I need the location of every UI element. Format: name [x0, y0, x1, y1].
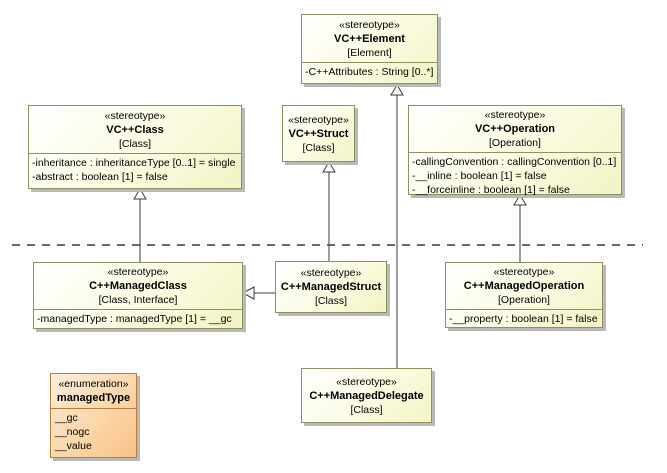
- attributes-compartment: -__property : boolean [1] = false: [446, 309, 602, 327]
- generalization-arrowhead: [513, 194, 527, 206]
- class-header: «stereotype» VC++Element [Element]: [302, 15, 437, 62]
- class-box-managed-operation: «stereotype» C++ManagedOperation [Operat…: [445, 262, 603, 328]
- metaclass-label: [Operation]: [498, 294, 550, 306]
- metaclass-label: [Class]: [314, 295, 348, 307]
- class-box-vc-struct: «stereotype» VC++Struct [Class]: [282, 105, 355, 162]
- metaclass-label: [Class, Interface]: [98, 294, 178, 306]
- generalization-arrowhead: [322, 161, 336, 173]
- class-header: «stereotype» C++ManagedClass [Class, Int…: [34, 263, 242, 309]
- attribute-line: -callingConvention : callingConvention […: [412, 156, 617, 168]
- class-box-vc-class: «stereotype» VC++Class [Class] -inherita…: [28, 105, 242, 189]
- metaclass-label: [Element]: [347, 46, 392, 59]
- attribute-line: -managedType : managedType [1] = __gc: [37, 313, 232, 325]
- metaclass-label: [Class]: [302, 141, 335, 154]
- enum-literal: __gc: [55, 412, 78, 424]
- metaclass-label: [Class]: [350, 403, 383, 416]
- generalization-arrowhead: [133, 188, 147, 200]
- class-box-vc-operation: «stereotype» VC++Operation [Operation] -…: [408, 105, 622, 198]
- enum-literal: __nogc: [55, 426, 90, 438]
- enumeration-literals-compartment: __gc __nogc __value: [51, 409, 136, 457]
- attributes-compartment: -callingConvention : callingConvention […: [409, 152, 621, 198]
- generalization-arrowhead: [241, 286, 255, 300]
- metaclass-label: [Operation]: [489, 137, 541, 149]
- class-name: C++ManagedStruct: [280, 281, 382, 293]
- class-header: «stereotype» C++ManagedOperation [Operat…: [446, 263, 602, 309]
- stereotype-label: «stereotype»: [107, 266, 169, 278]
- class-box-managed-class: «stereotype» C++ManagedClass [Class, Int…: [33, 262, 243, 329]
- class-name: VC++Element: [334, 32, 405, 45]
- class-box-managed-struct: «stereotype» C++ManagedStruct [Class]: [275, 261, 387, 313]
- class-name: VC++Struct: [288, 127, 349, 140]
- enumeration-box-managed-type: «enumeration» managedType __gc __nogc __…: [50, 373, 137, 458]
- class-name: VC++Operation: [474, 123, 556, 135]
- class-name: VC++Class: [106, 123, 164, 136]
- stereotype-label: «stereotype»: [339, 18, 400, 31]
- attribute-line: -__inline : boolean [1] = false: [412, 170, 547, 182]
- attribute-line: -__forceinline : boolean [1] = false: [412, 184, 570, 196]
- stereotype-label: «stereotype»: [493, 266, 555, 278]
- class-box-vc-element: «stereotype» VC++Element [Element] -C++A…: [301, 14, 438, 84]
- enum-literal: __value: [55, 440, 92, 452]
- class-header: «stereotype» VC++Struct [Class]: [283, 106, 354, 161]
- class-name: C++ManagedClass: [89, 280, 187, 292]
- class-name: C++ManagedDelegate: [309, 389, 424, 402]
- attributes-compartment: -managedType : managedType [1] = __gc: [34, 309, 242, 328]
- metaclass-label: [Class]: [118, 137, 152, 150]
- stereotype-label: «stereotype»: [104, 109, 166, 122]
- attributes-compartment: -inheritance : inheritanceType [0..1] = …: [29, 153, 241, 188]
- class-name: C++ManagedOperation: [463, 280, 585, 292]
- attribute-line: -abstract : boolean [1] = false: [32, 171, 168, 183]
- class-header: «stereotype» VC++Class [Class]: [29, 106, 241, 153]
- class-box-managed-delegate: «stereotype» C++ManagedDelegate [Class]: [301, 368, 432, 423]
- stereotype-label: «enumeration»: [58, 378, 129, 390]
- class-header: «stereotype» C++ManagedStruct [Class]: [276, 262, 386, 312]
- attribute-line: -__property : boolean [1] = false: [449, 313, 598, 325]
- stereotype-label: «stereotype»: [484, 109, 546, 121]
- stereotype-label: «stereotype»: [300, 267, 362, 279]
- attributes-compartment: -C++Attributes : String [0..*]: [302, 62, 437, 83]
- attribute-line: -inheritance : inheritanceType [0..1] = …: [32, 157, 236, 169]
- class-header: «stereotype» VC++Operation [Operation]: [409, 106, 621, 152]
- stereotype-label: «stereotype»: [288, 113, 349, 126]
- attribute-line: -C++Attributes : String [0..*]: [305, 66, 434, 78]
- class-header: «stereotype» C++ManagedDelegate [Class]: [302, 369, 431, 422]
- generalization-arrowhead: [390, 84, 404, 96]
- enumeration-header: «enumeration» managedType: [51, 374, 136, 409]
- enumeration-name: managedType: [56, 392, 131, 404]
- stereotype-label: «stereotype»: [336, 375, 397, 388]
